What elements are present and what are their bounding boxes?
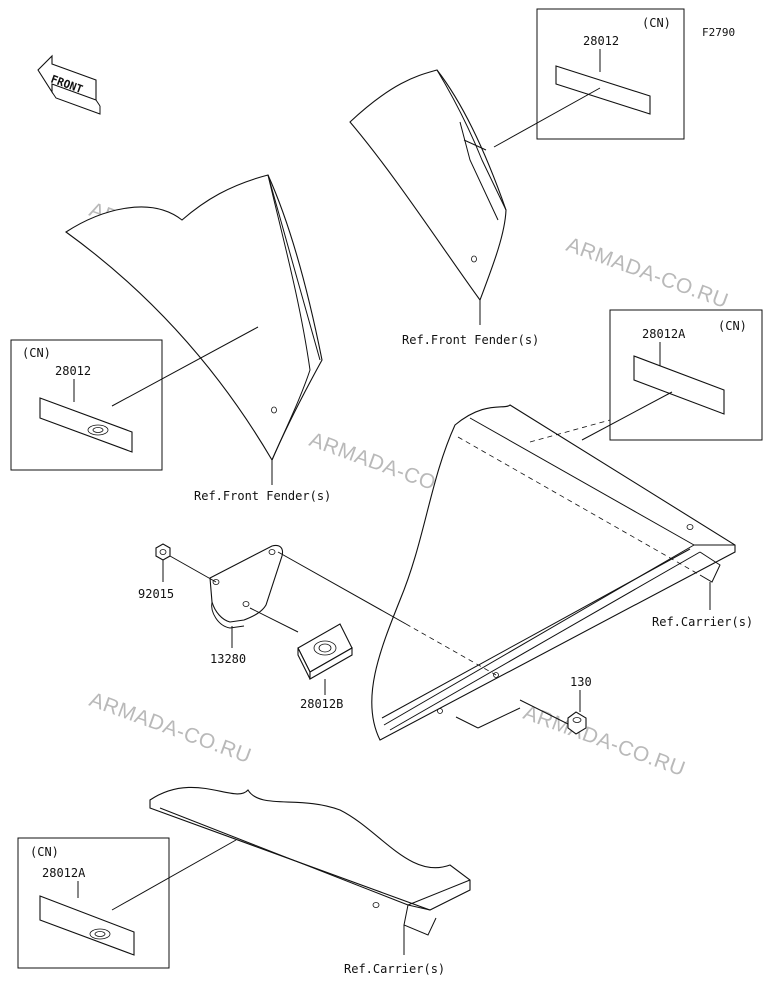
part-28012b: 28012B (300, 697, 343, 711)
callout-right-region: (CN) (718, 319, 747, 333)
callout-bottom-left-region: (CN) (30, 845, 59, 859)
callout-top-right-region: (CN) (642, 16, 671, 30)
bolt-130: 130 (519, 675, 592, 735)
callout-bottom-left-part: 28012A (42, 866, 86, 880)
emblem-icon (313, 640, 337, 656)
emblem-icon (89, 928, 111, 940)
ref-carrier-right: Ref.Carrier(s) (652, 615, 753, 629)
part-130: 130 (570, 675, 592, 689)
part-13280: 13280 (210, 652, 246, 666)
plate-28012b: 28012B (297, 623, 353, 711)
plate-bracket-13280: 13280 (209, 544, 497, 676)
callout-right: (CN) 28012A (581, 309, 763, 441)
callout-left-region: (CN) (22, 346, 51, 360)
figure-code: F2790 (702, 26, 735, 39)
front-fender-top: Ref.Front Fender(s) (349, 69, 539, 347)
callout-right-part: 28012A (642, 327, 686, 341)
callout-left: (CN) 28012 (10, 326, 259, 471)
watermark-4: ARMADA-CO.RU (86, 688, 254, 768)
nut-92015: 92015 (138, 543, 217, 601)
part-92015: 92015 (138, 587, 174, 601)
ref-front-fender-left: Ref.Front Fender(s) (194, 489, 331, 503)
carrier-bottom: Ref.Carrier(s) (149, 786, 471, 976)
front-fender-left: Ref.Front Fender(s) (65, 174, 331, 503)
carrier-right: Ref.Carrier(s) (371, 404, 753, 741)
ref-carrier-bottom: Ref.Carrier(s) (344, 962, 445, 976)
emblem-icon (87, 424, 109, 436)
callout-left-part: 28012 (55, 364, 91, 378)
front-arrow-icon: FRONT (37, 54, 101, 115)
callout-bottom-left: (CN) 28012A (17, 837, 237, 969)
callout-top-right: (CN) 28012 (493, 8, 685, 148)
watermark-2: ARMADA-CO.RU (563, 233, 731, 313)
ref-front-fender-top: Ref.Front Fender(s) (402, 333, 539, 347)
callout-top-right-part: 28012 (583, 34, 619, 48)
